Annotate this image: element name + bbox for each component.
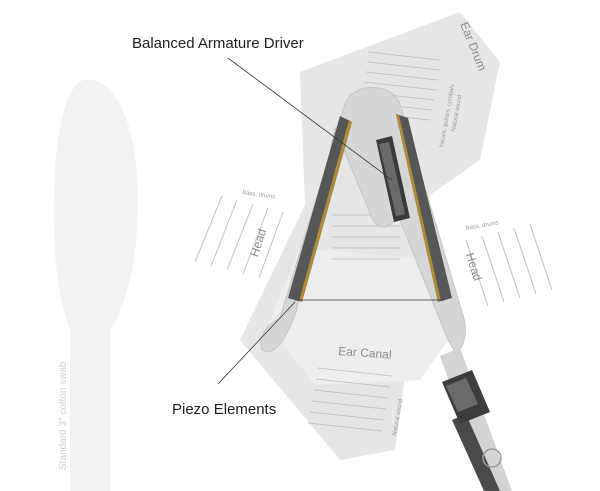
connector-ring bbox=[482, 448, 502, 468]
label-balanced-armature: Balanced Armature Driver bbox=[132, 35, 304, 52]
sound-waves-head-left bbox=[194, 195, 284, 279]
piezo-plate-right bbox=[396, 114, 452, 302]
label-head-left: Head bbox=[247, 227, 269, 259]
label-head-right: Head bbox=[463, 251, 485, 283]
label-ear-canal: Ear Canal bbox=[338, 344, 392, 362]
piezo-plate-left-edge bbox=[299, 120, 352, 302]
label-piezo: Piezo Elements bbox=[172, 401, 276, 418]
cotton-swab bbox=[53, 79, 138, 491]
sound-waves-head-right bbox=[465, 223, 553, 307]
callout-line-piezo bbox=[217, 301, 296, 385]
ear-canal-shape bbox=[268, 248, 455, 385]
callout-line-driver bbox=[227, 57, 393, 181]
balanced-armature-driver bbox=[376, 136, 410, 222]
sound-waves-bottom bbox=[307, 367, 393, 432]
cable-dark bbox=[452, 414, 500, 491]
connector-block bbox=[442, 370, 490, 424]
piezo-plate-right-edge bbox=[396, 114, 441, 302]
label-swab: Standard 3" cotton swab bbox=[58, 361, 69, 470]
label-bass-drums-left: Bass, drums bbox=[242, 190, 276, 201]
piezo-plate-left bbox=[288, 116, 352, 302]
label-bass-drums-right: Bass, drums bbox=[465, 220, 499, 232]
